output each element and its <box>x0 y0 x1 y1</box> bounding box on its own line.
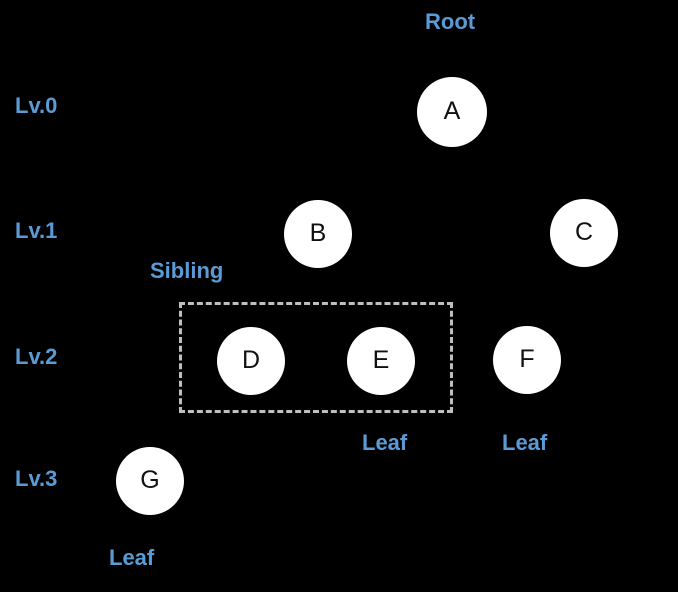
tree-node-b[interactable]: B <box>284 200 352 268</box>
tree-node-f[interactable]: F <box>493 326 561 394</box>
level-label-lv0: Lv.0 <box>15 93 58 118</box>
level-label-lv1: Lv.1 <box>15 218 58 243</box>
annotation-root: Root <box>425 9 476 34</box>
annotation-leaf-f: Leaf <box>502 430 548 455</box>
level-label-lv3: Lv.3 <box>15 466 58 491</box>
tree-node-c[interactable]: C <box>550 199 618 267</box>
tree-node-f-label: F <box>519 344 535 373</box>
sibling-group-box <box>179 302 453 413</box>
tree-node-a[interactable]: A <box>417 77 487 147</box>
tree-node-d-label: D <box>241 345 261 374</box>
tree-node-b-label: B <box>309 218 327 247</box>
level-label-lv2: Lv.2 <box>15 344 58 369</box>
tree-node-d[interactable]: D <box>217 327 285 395</box>
tree-node-g-label: G <box>140 465 160 494</box>
tree-node-c-label: C <box>574 217 594 246</box>
tree-node-e[interactable]: E <box>347 327 415 395</box>
tree-node-a-label: A <box>443 96 461 125</box>
annotation-leaf-g: Leaf <box>109 545 155 570</box>
tree-node-g[interactable]: G <box>116 447 184 515</box>
tree-node-e-label: E <box>372 345 390 374</box>
annotation-leaf-e: Leaf <box>362 430 408 455</box>
annotation-sibling: Sibling <box>150 258 224 283</box>
